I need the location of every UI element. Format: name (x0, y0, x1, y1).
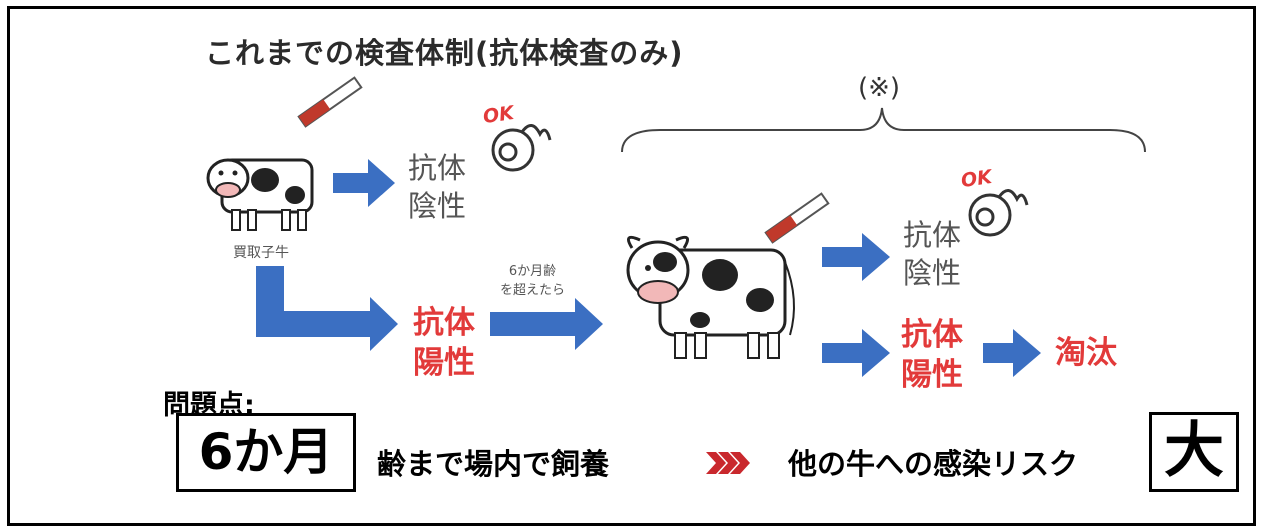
ok-hand-icon-top (491, 124, 552, 172)
ok-hand-icon-right (968, 189, 1029, 237)
antibody-negative-top: 抗体 陰性 (408, 149, 466, 225)
calf-illustration (206, 158, 314, 231)
antibody-negative-right: 抗体 陰性 (903, 216, 961, 292)
positive-left-line1: 抗体 (413, 305, 475, 341)
negative-right-line1: 抗体 (903, 218, 962, 252)
diagram-graphics (206, 76, 1146, 474)
positive-left-line2: 陽性 (413, 345, 475, 381)
six-months-box: 6か月 (176, 413, 356, 492)
calf-label: 買取子牛 (233, 245, 289, 261)
antibody-positive-right: 抗体 陽性 (901, 315, 963, 395)
big-box: 大 (1149, 412, 1239, 492)
positive-right-line2: 陽性 (901, 357, 963, 393)
ok-label-top: OK (481, 101, 516, 129)
syringe-icon-top (297, 76, 363, 128)
arrow-to-positive-right (822, 329, 890, 377)
arrow-to-negative-right (822, 233, 890, 281)
negative-top-line2: 陰性 (408, 189, 467, 223)
cull-label: 淘汰 (1055, 335, 1117, 371)
chevron-icon (706, 452, 750, 474)
cow-illustration (626, 235, 795, 359)
syringe-icon-right (764, 192, 830, 244)
ok-label-right: OK (959, 165, 994, 193)
raising-text: 齢まで場内で飼養 (377, 447, 610, 481)
age-note-line1: 6か月齢 (508, 264, 557, 279)
antibody-positive-left: 抗体 陽性 (413, 303, 475, 383)
age-note: 6か月齢 を超えたら (500, 262, 565, 300)
age-note-line2: を超えたら (500, 283, 566, 298)
page-title: これまでの検査体制(抗体検査のみ) (205, 36, 684, 70)
negative-right-line2: 陰性 (903, 256, 962, 290)
arrow-to-positive-left (256, 266, 398, 351)
arrow-to-negative-top (333, 159, 395, 207)
arrow-to-cow (490, 298, 603, 350)
note-mark: (※) (858, 73, 901, 103)
positive-right-line1: 抗体 (901, 317, 963, 353)
arrow-to-cull (983, 329, 1041, 377)
risk-text: 他の牛への感染リスク (788, 447, 1079, 481)
brace (621, 107, 1146, 153)
negative-top-line1: 抗体 (408, 151, 467, 185)
